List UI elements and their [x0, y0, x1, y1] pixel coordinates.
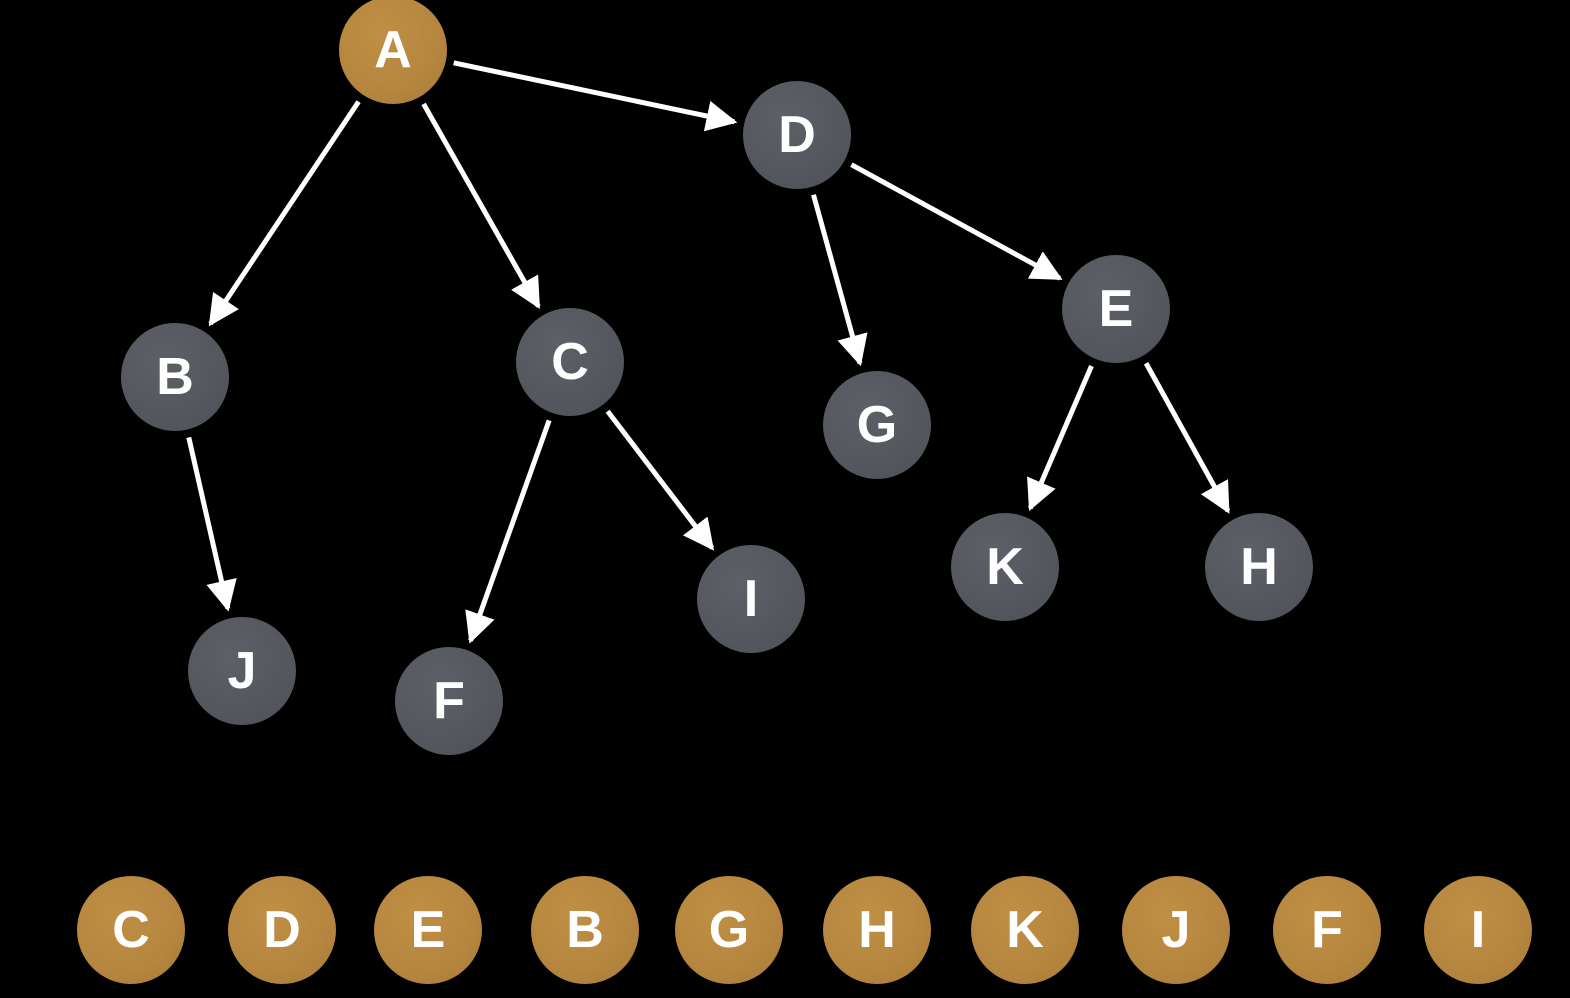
sequence-item: E: [374, 876, 482, 984]
tree-node-b: B: [121, 323, 229, 431]
sequence-item: F: [1273, 876, 1381, 984]
sequence-item: C: [77, 876, 185, 984]
node-label: F: [433, 672, 465, 730]
tree-node-d: D: [743, 81, 851, 189]
edge-a-b: [208, 100, 361, 327]
edge-a-c: [421, 102, 541, 310]
sequence-item: B: [531, 876, 639, 984]
sequence-label: J: [1161, 901, 1191, 959]
tree-node-g: G: [823, 371, 931, 479]
node-label: K: [986, 538, 1024, 596]
edge-layer: [186, 60, 1231, 644]
sequence-label: K: [1006, 901, 1044, 959]
sequence-label: E: [410, 901, 446, 959]
tree-node-k: K: [951, 513, 1059, 621]
node-label: E: [1098, 280, 1134, 338]
sequence-item: D: [228, 876, 336, 984]
edge-b-j: [186, 436, 237, 612]
node-label: G: [856, 396, 898, 454]
node-label: B: [156, 348, 194, 406]
node-label: D: [778, 106, 816, 164]
sequence-item: I: [1424, 876, 1532, 984]
edge-c-f: [465, 419, 552, 644]
node-label: A: [374, 21, 412, 79]
tree-node-h: H: [1205, 513, 1313, 621]
sequence-item: H: [823, 876, 931, 984]
edge-a-d: [453, 60, 738, 132]
sequence-label: D: [263, 901, 301, 959]
edge-e-h: [1143, 362, 1231, 514]
sequence-item: K: [971, 876, 1079, 984]
sequence-label: I: [1470, 901, 1486, 959]
sequence-item: J: [1122, 876, 1230, 984]
edge-d-e: [850, 162, 1063, 281]
edge-e-k: [1027, 364, 1094, 512]
tree-node-i: I: [697, 545, 805, 653]
sequence-label: F: [1311, 901, 1343, 959]
sequence-item: G: [675, 876, 783, 984]
sequence-label: G: [708, 901, 750, 959]
node-label: J: [227, 642, 257, 700]
sequence-label: H: [858, 901, 896, 959]
node-label: I: [743, 570, 759, 628]
node-label: H: [1240, 538, 1278, 596]
edge-d-g: [811, 194, 868, 367]
tree-node-e: E: [1062, 255, 1170, 363]
edge-c-i: [605, 409, 715, 551]
tree-node-f: F: [395, 647, 503, 755]
tree-node-a: A: [339, 0, 447, 104]
sequence-label: C: [112, 901, 150, 959]
sequence-label: B: [566, 901, 604, 959]
node-label: C: [551, 333, 589, 391]
tree-node-j: J: [188, 617, 296, 725]
tree-node-c: C: [516, 308, 624, 416]
